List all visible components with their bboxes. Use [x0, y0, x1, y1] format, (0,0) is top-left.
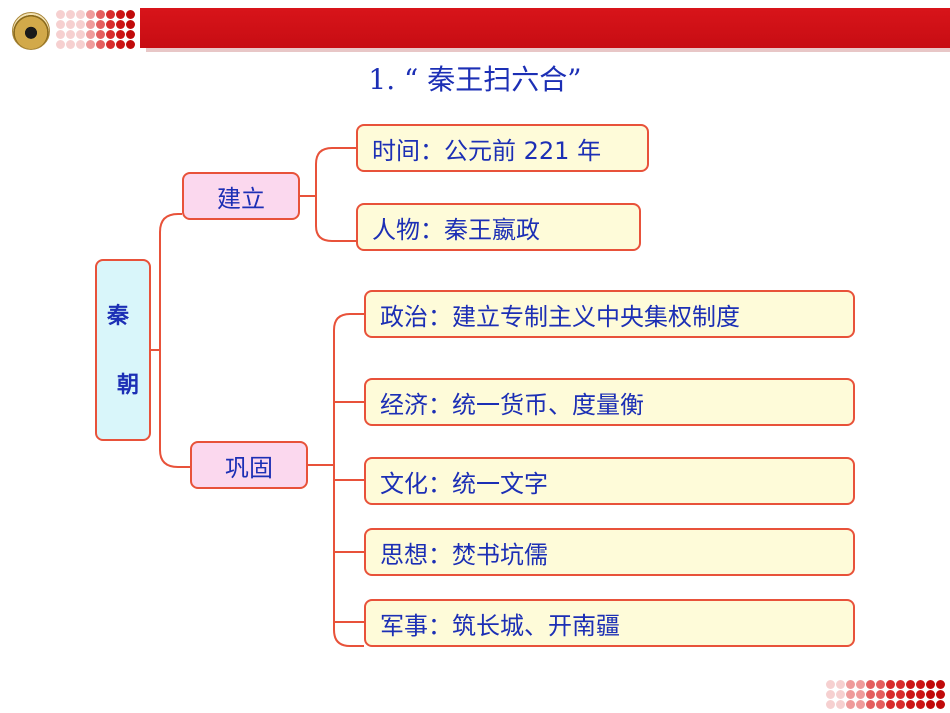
decorative-dot: [96, 30, 105, 39]
decorative-dot: [826, 680, 835, 689]
header-bar: [140, 8, 950, 48]
decorative-dot: [866, 690, 875, 699]
institution-logo-icon: [12, 12, 50, 50]
decorative-dot: [826, 690, 835, 699]
leaf-node-thought: 思想：焚书坑儒: [364, 528, 855, 576]
decorative-dot: [76, 30, 85, 39]
root-node-qin-dynasty: 秦 朝: [95, 259, 151, 441]
decorative-dot: [896, 700, 905, 709]
decorative-dot: [66, 30, 75, 39]
decorative-dot: [906, 690, 915, 699]
leaf-label: 文化：统一文字: [380, 469, 548, 498]
decorative-dot: [86, 20, 95, 29]
decorative-dot: [106, 20, 115, 29]
branch-node-establish: 建立: [182, 172, 300, 220]
decorative-dot: [876, 700, 885, 709]
decorative-dot: [836, 700, 845, 709]
decorative-dot: [66, 10, 75, 19]
branch-node-consolidate: 巩固: [190, 441, 308, 489]
leaf-node-economy: 经济：统一货币、度量衡: [364, 378, 855, 426]
decorative-dot: [86, 10, 95, 19]
decorative-dot: [76, 20, 85, 29]
decorative-dot: [126, 40, 135, 49]
decorative-dot: [896, 680, 905, 689]
root-char-2: 朝: [116, 372, 139, 398]
leaf-label: 思想：焚书坑儒: [380, 540, 548, 569]
decorative-dot: [836, 690, 845, 699]
decorative-dot: [866, 680, 875, 689]
decorative-dot: [856, 680, 865, 689]
leaf-node-person: 人物：秦王嬴政: [356, 203, 641, 251]
leaf-label: 经济：统一货币、度量衡: [380, 390, 644, 419]
decorative-dot: [56, 20, 65, 29]
leaf-node-culture: 文化：统一文字: [364, 457, 855, 505]
decorative-dot: [116, 10, 125, 19]
decorative-dot: [876, 680, 885, 689]
leaf-label: 军事：筑长城、开南疆: [380, 611, 620, 640]
decorative-dot: [126, 10, 135, 19]
decorative-dot: [936, 690, 945, 699]
decorative-dot: [916, 680, 925, 689]
decorative-dot: [106, 10, 115, 19]
decorative-dot: [106, 30, 115, 39]
decorative-dot: [916, 700, 925, 709]
decorative-dot: [836, 680, 845, 689]
decorative-dot: [906, 700, 915, 709]
decorative-dot: [936, 680, 945, 689]
decorative-dot: [866, 700, 875, 709]
header-shadow: [146, 48, 950, 52]
decorative-dot: [846, 700, 855, 709]
decorative-dot: [96, 10, 105, 19]
decorative-dot: [926, 690, 935, 699]
decorative-dot: [76, 40, 85, 49]
decorative-dot: [856, 700, 865, 709]
decorative-dot: [926, 700, 935, 709]
leaf-label: 人物：秦王嬴政: [372, 215, 540, 244]
branch-label: 建立: [217, 184, 265, 213]
decorative-dot: [76, 10, 85, 19]
decorative-dot: [66, 40, 75, 49]
decorative-dot: [896, 690, 905, 699]
decorative-dot: [86, 30, 95, 39]
decorative-dot: [936, 700, 945, 709]
decorative-dot: [106, 40, 115, 49]
decorative-dot: [886, 700, 895, 709]
root-char-1: 秦: [106, 303, 129, 329]
decorative-dot: [66, 20, 75, 29]
decorative-dot: [886, 680, 895, 689]
decorative-dot: [116, 30, 125, 39]
decorative-dot: [56, 10, 65, 19]
decorative-dot: [876, 690, 885, 699]
decorative-dot: [886, 690, 895, 699]
decorative-dot: [926, 680, 935, 689]
decorative-dot: [96, 20, 105, 29]
decorative-dot: [126, 20, 135, 29]
decorative-dot: [846, 680, 855, 689]
decorative-dot: [916, 690, 925, 699]
decorative-dot: [906, 680, 915, 689]
leaf-node-politics: 政治：建立专制主义中央集权制度: [364, 290, 855, 338]
leaf-node-military: 军事：筑长城、开南疆: [364, 599, 855, 647]
decorative-dot: [86, 40, 95, 49]
leaf-label: 时间：公元前 221 年: [372, 136, 602, 165]
page-title: 1. “ 秦王扫六合”: [368, 63, 582, 96]
decorative-dot: [826, 700, 835, 709]
leaf-label: 政治：建立专制主义中央集权制度: [380, 302, 740, 331]
decorative-dot: [846, 690, 855, 699]
decorative-dot: [856, 690, 865, 699]
decorative-dot: [56, 30, 65, 39]
decorative-dot: [126, 30, 135, 39]
decorative-dot: [116, 20, 125, 29]
decorative-dot: [96, 40, 105, 49]
decorative-dot: [56, 40, 65, 49]
decorative-dot: [116, 40, 125, 49]
leaf-node-time: 时间：公元前 221 年: [356, 124, 649, 172]
branch-label: 巩固: [225, 453, 273, 482]
